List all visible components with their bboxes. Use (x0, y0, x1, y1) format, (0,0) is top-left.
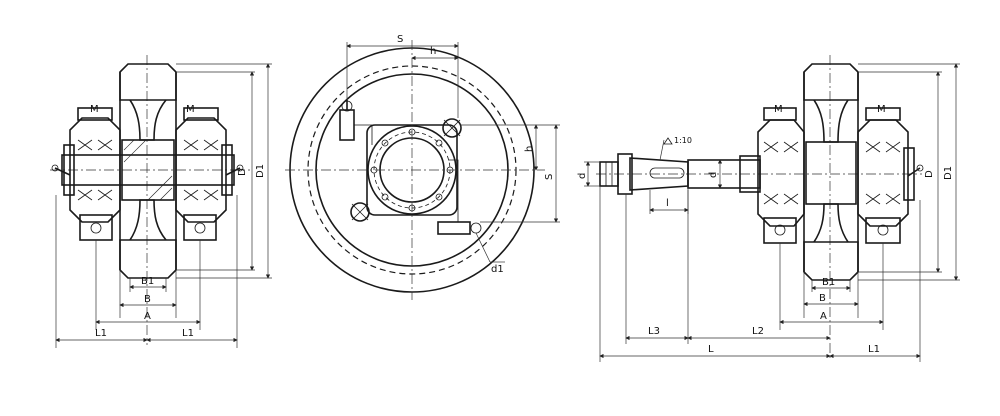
label-d-shaft: d (708, 172, 719, 178)
label-h-vertical: h (524, 146, 535, 152)
label-a-left: A (144, 311, 151, 322)
label-taper: 1:10 (674, 136, 692, 145)
label-d1-center: d1 (491, 264, 504, 275)
label-b-right: B (819, 293, 826, 304)
label-l-total: L (708, 344, 714, 355)
left-section-view: M M D D1 B1 B A L1 L1 (50, 55, 272, 348)
label-h-horizontal: h (430, 46, 436, 57)
label-l-small: l (666, 198, 669, 209)
label-b1-right: B1 (822, 277, 835, 288)
label-m-right-b: M (877, 104, 886, 115)
label-s-horizontal: S (397, 34, 403, 45)
label-d1-right: D1 (943, 166, 954, 180)
label-b-left: B (144, 294, 151, 305)
label-m-right: M (186, 104, 195, 115)
label-l3: L3 (648, 326, 660, 337)
label-b1-left: B1 (141, 276, 154, 287)
label-d-left: D (237, 168, 248, 176)
label-d1-left: D1 (255, 164, 266, 178)
label-d-right: D (924, 170, 935, 178)
label-m-left: M (90, 104, 99, 115)
label-m-right-a: M (774, 104, 783, 115)
center-front-view: d1 S h S h (285, 34, 560, 300)
right-section-view: 1:10 M M d d l D D1 B1 B (577, 55, 960, 362)
label-l1-left-b: L1 (182, 328, 194, 339)
label-l1-right: L1 (868, 344, 880, 355)
label-d-small: d (577, 173, 588, 179)
label-a-right: A (820, 311, 827, 322)
label-l1-left-a: L1 (95, 328, 107, 339)
label-s-vertical: S (544, 174, 555, 180)
label-l2: L2 (752, 326, 764, 337)
